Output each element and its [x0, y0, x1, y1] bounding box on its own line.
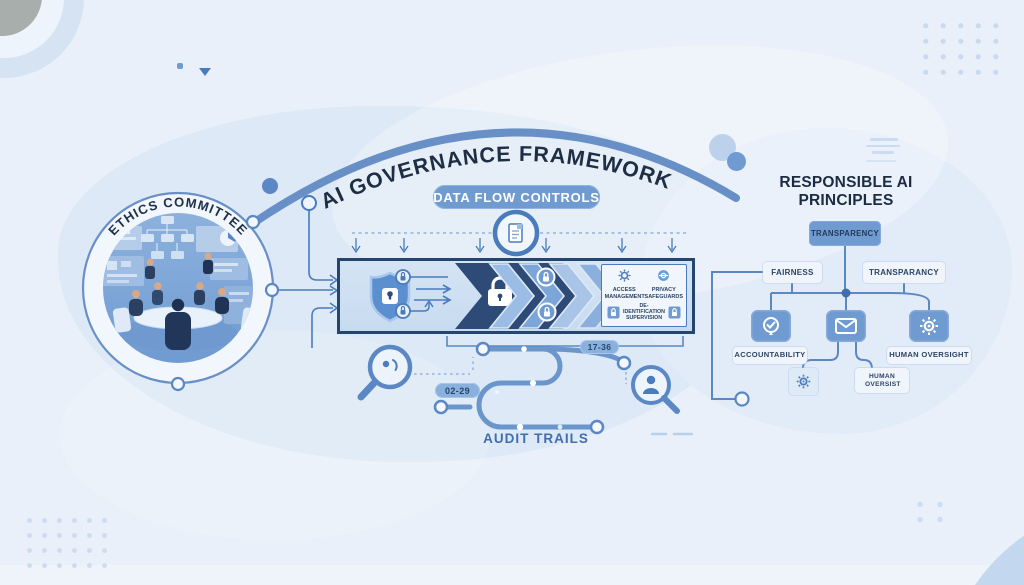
principles-tree-lines [711, 246, 930, 400]
accountability-icon-box [751, 310, 791, 342]
safeguard-label: DE-IDENTIFICATION SUPERVISION [623, 302, 665, 322]
ring-node [170, 376, 186, 392]
audit-badge-1-text: 17-36 [587, 342, 612, 352]
envelope-icon [835, 318, 857, 334]
lock-icon [607, 306, 620, 319]
ethics-committee-circle: ETHICS COMMITTEE [81, 191, 280, 392]
ring-node [245, 214, 261, 230]
human-oversist-label: HUMAN OVERSIST [855, 368, 909, 393]
data-flow-box: ACCESS MANAGEMENT PRIVACY SAFEGUARDS [337, 258, 695, 334]
ethics-to-box-connectors [279, 195, 339, 348]
human-oversight-text: HUMAN OVERSIGHT [889, 350, 969, 360]
small-gear-box [789, 368, 818, 395]
principle-box-fairness-label: FAIRNESS [771, 267, 814, 277]
audit-badge-1: 17-36 [580, 340, 619, 354]
doc-circle-dashed-connectors [351, 209, 688, 257]
data-flow-box-graphics [369, 263, 624, 329]
magnifier-icon [357, 344, 413, 401]
lock-icon [668, 306, 681, 319]
magnifier-person-icon [631, 365, 680, 414]
audit-trails-label: AUDIT TRAILS [483, 431, 589, 446]
safeguard-label: PRIVACY SAFEGUARDS [644, 287, 684, 300]
padlock-icon [488, 276, 512, 306]
principle-box-fairness: FAIRNESS [763, 262, 822, 283]
principles-heading: RESPONSIBLE AI PRINCIPLES [779, 174, 913, 210]
data-flow-controls-label: DATA FLOW CONTROLS [433, 189, 600, 205]
tree-junction-dot [841, 288, 851, 298]
document-icon [508, 223, 523, 243]
lock-circles-arrows [395, 269, 452, 319]
accountability-label: ACCOUNTABILITY [733, 347, 807, 364]
gear-icon [920, 317, 938, 335]
box-underbrace [446, 336, 684, 347]
human-oversist-text: HUMAN OVERSIST [865, 372, 901, 388]
tree-end-node [734, 391, 750, 407]
check-circle-icon [763, 317, 779, 335]
audit-badge-2-text: 02-29 [444, 385, 471, 396]
gear-icon-box [909, 310, 949, 342]
principle-box-transparancy-label: TRANSPARANCY [868, 267, 940, 277]
human-oversight-label: HUMAN OVERSIGHT [887, 347, 971, 364]
accountability-text: ACCOUNTABILITY [734, 350, 806, 360]
principle-box-transparency-label: TRANSPARENCY [810, 229, 879, 238]
audit-badge-2: 02-29 [435, 383, 480, 398]
chevron-lock-badges [536, 267, 557, 322]
principle-box-transparency: TRANSPARENCY [809, 221, 881, 246]
data-flow-controls-pill: DATA FLOW CONTROLS [433, 185, 600, 209]
privacy-icon [658, 270, 670, 282]
safeguards-panel: ACCESS MANAGEMENT PRIVACY SAFEGUARDS [601, 264, 687, 327]
gear-icon [618, 269, 631, 282]
oversight-mail-icon-box [826, 310, 866, 342]
principle-box-transparancy: TRANSPARANCY [863, 262, 945, 283]
safeguard-label: ACCESS MANAGEMENT [604, 287, 645, 300]
ring-node [264, 282, 280, 298]
ethics-meeting-illustration [103, 216, 253, 351]
gear-icon [796, 374, 811, 389]
audit-trail-path [408, 341, 632, 435]
